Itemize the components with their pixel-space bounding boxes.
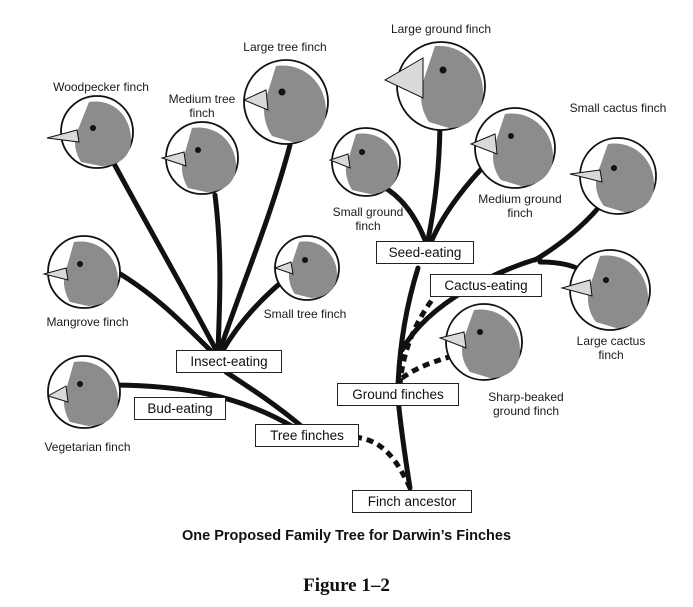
- dashed-ground-cactus: [397, 298, 435, 386]
- bird-heads: [42, 41, 657, 429]
- vegetarian-finch-icon: [46, 355, 121, 429]
- box-cactus-eating: Cactus-eating: [430, 274, 542, 297]
- label-vegetarian-finch: Vegetarian finch: [44, 440, 131, 454]
- box-insect-eating: Insect-eating: [176, 350, 282, 373]
- label-small-cactus-finch: Small cactus finch: [569, 101, 667, 115]
- mangrove-finch-icon: [42, 235, 121, 309]
- label-medium-ground-finch: Medium ground finch: [478, 192, 562, 220]
- figure-label: Figure 1–2: [303, 575, 390, 596]
- label-woodpecker-finch: Woodpecker finch: [53, 80, 149, 94]
- sharp-beaked-ground-finch-icon: [438, 303, 523, 381]
- dashed-sharp-beaked: [400, 352, 456, 381]
- large-cactus-finch-icon: [560, 249, 651, 331]
- branch-medium-tree: [212, 192, 223, 353]
- box-seed-eating: Seed-eating: [376, 241, 474, 264]
- label-small-tree-finch: Small tree finch: [263, 307, 347, 321]
- label-large-ground-finch: Large ground finch: [390, 22, 492, 36]
- label-mangrove-finch: Mangrove finch: [46, 315, 129, 329]
- medium-ground-finch-icon: [469, 107, 556, 189]
- branch-large-ground: [425, 115, 443, 243]
- label-large-cactus-finch: Large cactus finch: [576, 334, 646, 362]
- box-bud-eating: Bud-eating: [134, 397, 226, 420]
- diagram-caption: One Proposed Family Tree for Darwin’s Fi…: [181, 528, 512, 544]
- label-small-ground-finch: Small ground finch: [332, 205, 404, 233]
- label-large-tree-finch: Large tree finch: [243, 40, 327, 54]
- branch-vegetarian: [107, 382, 298, 431]
- small-tree-finch-icon: [273, 235, 340, 301]
- label-medium-tree-finch: Medium tree finch: [168, 92, 236, 120]
- small-cactus-finch-icon: [569, 137, 657, 215]
- branch-mangrove: [107, 265, 215, 355]
- box-ground-finches: Ground finches: [337, 383, 459, 406]
- box-finch-ancestor: Finch ancestor: [352, 490, 472, 513]
- large-tree-finch-icon: [242, 59, 329, 145]
- box-tree-finches: Tree finches: [255, 424, 359, 447]
- branch-woodpecker: [109, 157, 219, 353]
- branch-large-tree: [217, 142, 293, 353]
- large-ground-finch-icon: [383, 41, 486, 131]
- branch-tree-insect: [223, 369, 303, 428]
- medium-tree-finch-icon: [160, 121, 239, 195]
- woodpecker-finch-icon: [46, 95, 134, 169]
- small-ground-finch-icon: [328, 127, 401, 197]
- branch-ground-seed: [395, 265, 421, 388]
- label-sharp-beaked-ground-finch: Sharp-beaked ground finch: [488, 390, 564, 418]
